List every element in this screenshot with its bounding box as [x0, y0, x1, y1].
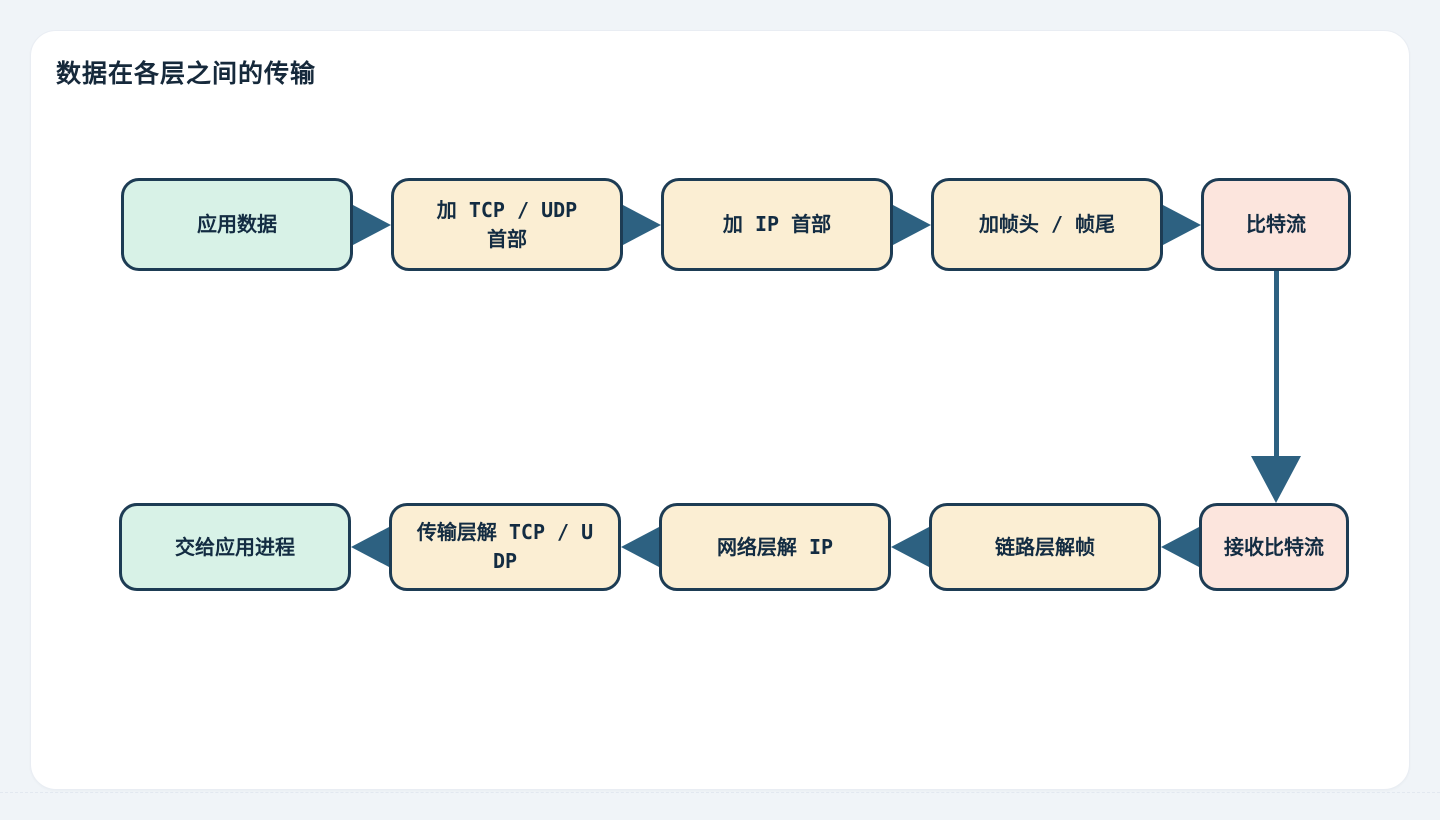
page-bottom-divider: [0, 792, 1440, 793]
flow-row-send: 应用数据 加 TCP / UDP 首部 加 IP 首部 加帧头 / 帧尾 比特流: [121, 178, 1351, 271]
arrow-right-icon: [1163, 204, 1201, 245]
arrow-right-icon: [893, 204, 931, 245]
node-transport-strip-tcp-udp: 传输层解 TCP / U DP: [389, 503, 621, 591]
node-bit-stream: 比特流: [1201, 178, 1351, 271]
node-deliver-to-app: 交给应用进程: [119, 503, 351, 591]
node-add-frame-head-tail: 加帧头 / 帧尾: [931, 178, 1163, 271]
node-link-deframe: 链路层解帧: [929, 503, 1161, 591]
page-title: 数据在各层之间的传输: [56, 60, 317, 88]
arrow-left-icon: [351, 527, 389, 567]
diagram-card: 数据在各层之间的传输 应用数据 加 TCP / UDP 首部 加 IP 首部 加…: [30, 30, 1410, 790]
down-connector-line: [1274, 271, 1279, 458]
flow-row-receive: 交给应用进程 传输层解 TCP / U DP 网络层解 IP 链路层解帧 接收比…: [119, 503, 1349, 591]
arrow-down-icon: [1251, 456, 1301, 503]
arrow-left-icon: [1161, 527, 1199, 567]
arrow-left-icon: [891, 527, 929, 567]
node-receive-bit-stream: 接收比特流: [1199, 503, 1349, 591]
node-network-strip-ip: 网络层解 IP: [659, 503, 891, 591]
arrow-right-icon: [623, 204, 661, 245]
arrow-left-icon: [621, 527, 659, 567]
node-add-tcp-udp-header: 加 TCP / UDP 首部: [391, 178, 623, 271]
node-app-data: 应用数据: [121, 178, 353, 271]
arrow-right-icon: [353, 204, 391, 245]
node-add-ip-header: 加 IP 首部: [661, 178, 893, 271]
